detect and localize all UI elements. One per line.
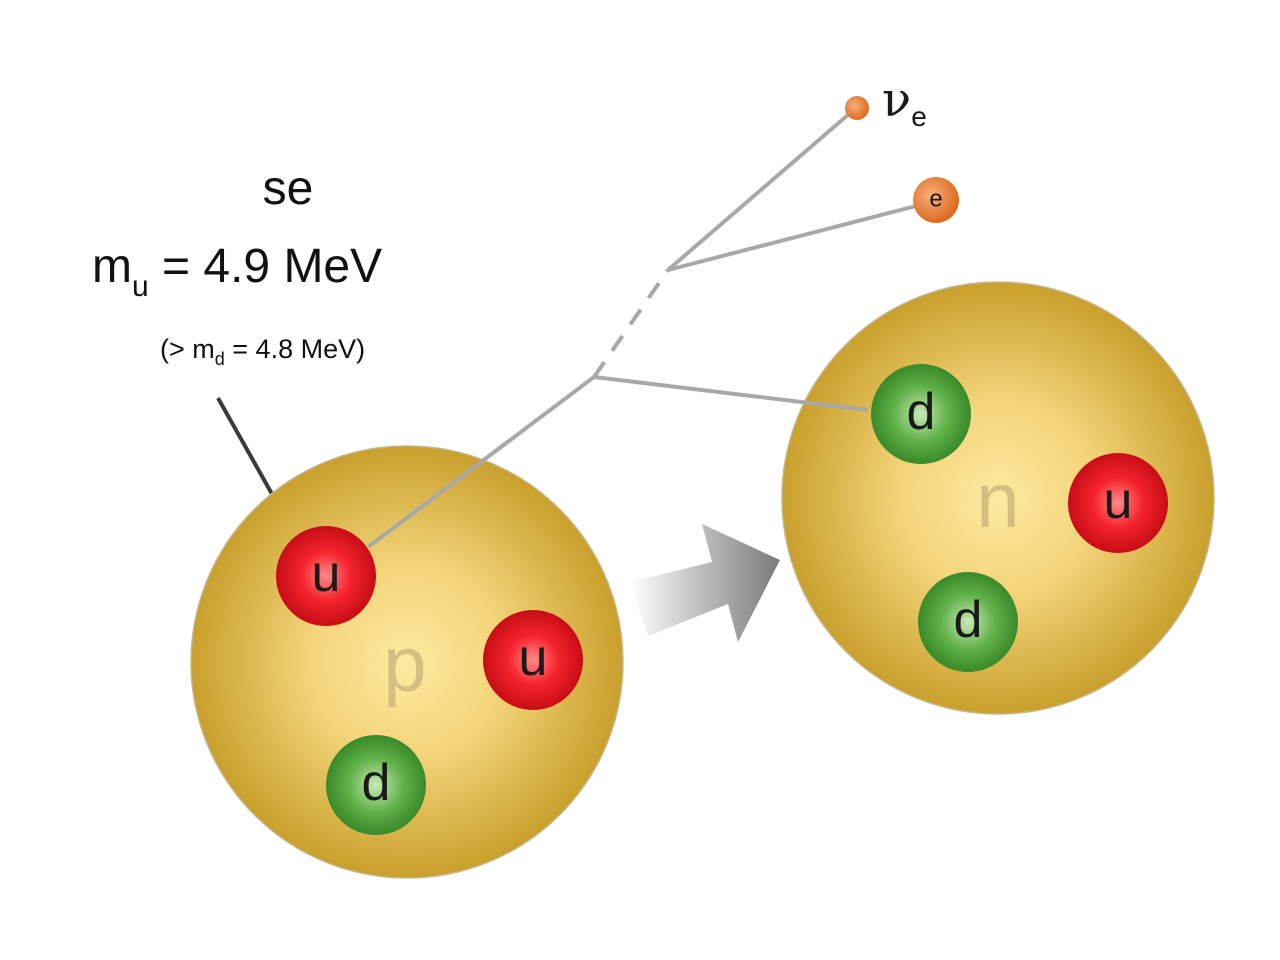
- quark-label: d: [954, 591, 983, 649]
- note-suffix: = 4.8 MeV): [225, 334, 365, 364]
- up-quark-mass-label: mu = 4.9 MeV: [92, 240, 382, 303]
- mass-symbol: m: [92, 240, 132, 293]
- electron-label: e: [929, 186, 942, 213]
- quark-label: u: [312, 545, 341, 603]
- neutrino-label: νe: [882, 72, 927, 132]
- neutrino-ball: [845, 96, 869, 120]
- up-quark-ball: [1068, 453, 1168, 553]
- down-quark-ball: [918, 572, 1018, 672]
- quark-label: d: [362, 754, 391, 812]
- electron-neutrino: νe: [845, 72, 927, 132]
- up-quark-ball: [276, 526, 376, 626]
- caption-line1: se: [263, 162, 314, 215]
- down-quark-mass-note: (> md = 4.8 MeV): [160, 334, 365, 369]
- up-quark-ball: [483, 610, 583, 710]
- down-quark-ball: [326, 735, 426, 835]
- proton-up-quark-2: u: [483, 610, 583, 710]
- neutron-label: n: [976, 456, 1019, 544]
- down-quark-ball: [871, 364, 971, 464]
- neutron-up-quark: u: [1068, 453, 1168, 553]
- vertex-to-neutron-d-line: [593, 375, 869, 412]
- electron-ball: [913, 177, 959, 223]
- mass-value: = 4.9 MeV: [149, 240, 382, 293]
- quark-to-vertex-line: [366, 375, 596, 549]
- note-prefix: (> m: [160, 334, 215, 364]
- neutron-down-quark-2: d: [918, 572, 1018, 672]
- to-neutrino-line: [666, 106, 858, 272]
- electron: e: [913, 177, 959, 223]
- to-electron-line: [667, 203, 921, 272]
- quark-label: u: [1104, 472, 1133, 530]
- decay-lines: [366, 106, 921, 549]
- quark-label: u: [519, 629, 548, 687]
- neutron-down-quark-1: d: [871, 364, 971, 464]
- note-subscript: d: [215, 349, 225, 369]
- proton-label: p: [383, 620, 426, 708]
- proton-up-quark-1: u: [276, 526, 376, 626]
- neutrino-symbol: ν: [882, 72, 911, 128]
- mass-subscript: u: [132, 270, 149, 303]
- transition-arrow: [630, 524, 780, 642]
- w-boson-dashed-line: [592, 268, 670, 379]
- proton-down-quark: d: [326, 735, 426, 835]
- quark-label: d: [907, 383, 936, 441]
- neutrino-subscript: e: [911, 101, 927, 132]
